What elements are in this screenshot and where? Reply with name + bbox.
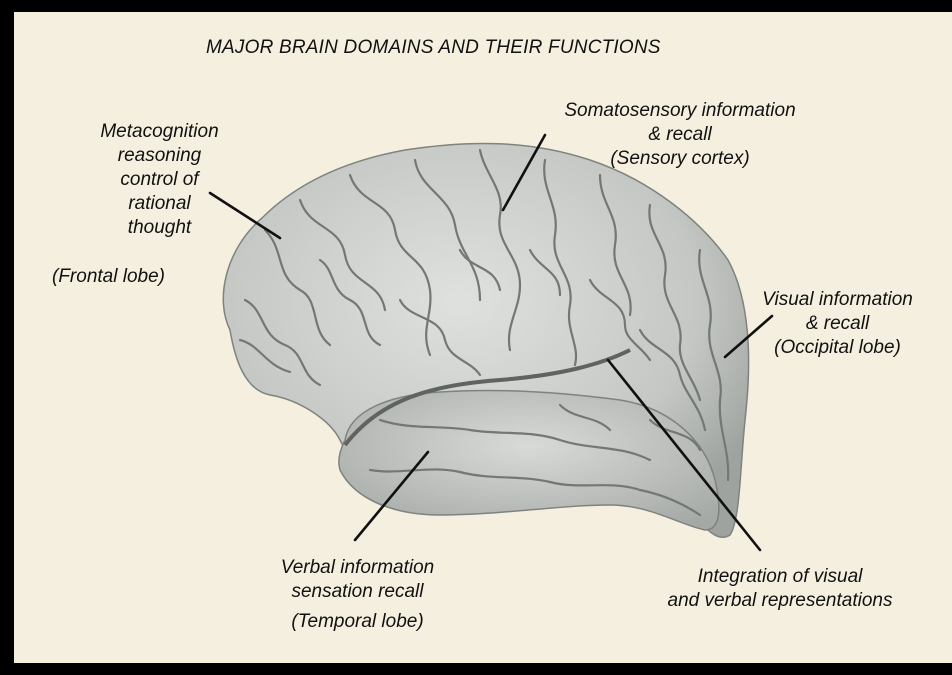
diagram-title: MAJOR BRAIN DOMAINS AND THEIR FUNCTIONS — [206, 36, 661, 60]
label-frontal-line: control of — [72, 168, 247, 192]
label-frontal-lobe: (Frontal lobe) — [52, 265, 165, 289]
label-integration-line: Integration of visual — [625, 565, 935, 589]
label-occipital-lobe: (Occipital lobe) — [740, 336, 935, 360]
label-sensory-line: & recall — [530, 123, 830, 147]
label-frontal: Metacognition reasoning control of ratio… — [72, 120, 247, 240]
label-temporal-line: sensation recall — [255, 580, 460, 604]
label-frontal-line: rational — [72, 192, 247, 216]
label-temporal-line: Verbal information — [255, 556, 460, 580]
label-occipital-line: & recall — [740, 312, 935, 336]
label-temporal: Verbal information sensation recall (Tem… — [255, 556, 460, 634]
label-occipital-line: Visual information — [740, 288, 935, 312]
label-sensory-lobe: (Sensory cortex) — [530, 147, 830, 171]
label-occipital: Visual information & recall (Occipital l… — [740, 288, 935, 360]
label-temporal-lobe: (Temporal lobe) — [255, 610, 460, 634]
label-sensory: Somatosensory information & recall (Sens… — [530, 99, 830, 171]
label-sensory-line: Somatosensory information — [530, 99, 830, 123]
label-frontal-line: reasoning — [72, 144, 247, 168]
label-frontal-line: Metacognition — [72, 120, 247, 144]
label-frontal-line: thought — [72, 216, 247, 240]
label-integration-line: and verbal representations — [625, 589, 935, 613]
label-integration: Integration of visual and verbal represe… — [625, 565, 935, 613]
